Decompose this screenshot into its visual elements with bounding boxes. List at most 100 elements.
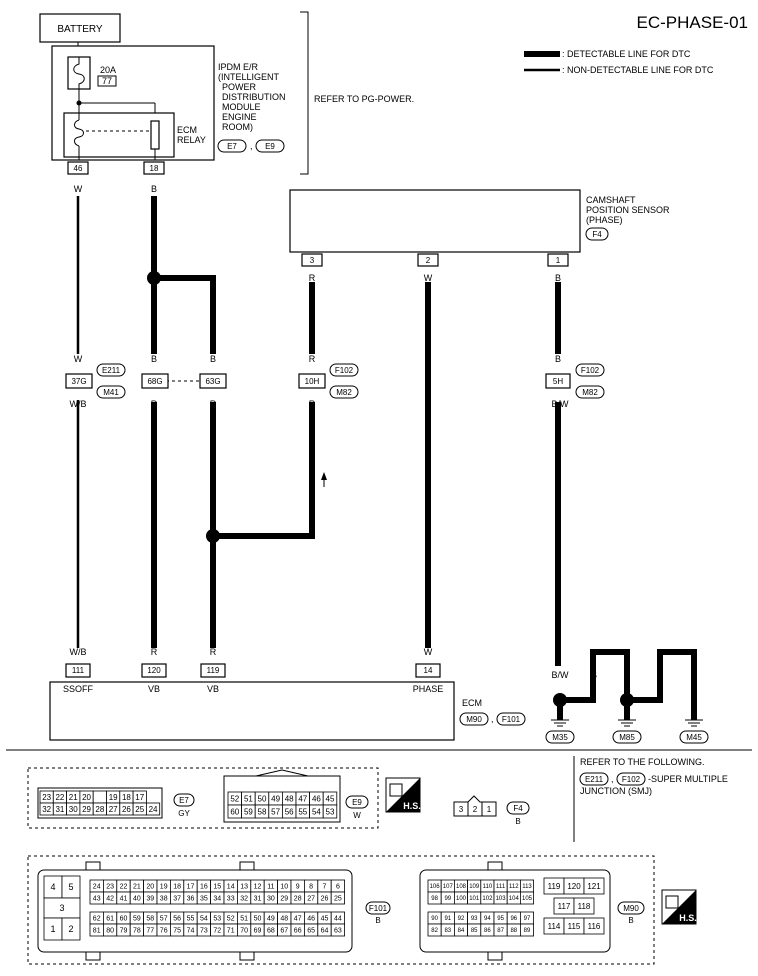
ecm-pin-119: 119 [207, 666, 220, 675]
ecm-pin-label-vb: VB [207, 684, 219, 694]
f4-pin: 2 [473, 805, 478, 814]
connector-e211-ref: E211 [585, 775, 604, 784]
page-title: EC-PHASE-01 [637, 13, 748, 32]
pg-bracket [300, 11, 309, 175]
pin-number: 55 [298, 807, 307, 816]
pin-number: 17 [187, 884, 195, 891]
pin-number: 21 [133, 884, 141, 891]
pin-number: 59 [133, 916, 141, 923]
wire-color-label: R [309, 399, 316, 409]
camshaft-line: (PHASE) [586, 215, 623, 225]
pin-number: 85 [471, 928, 478, 934]
wire-color-label: R [210, 647, 217, 657]
battery: BATTERY [39, 13, 121, 57]
pin-number: 62 [93, 916, 101, 923]
wire-labels-upper: W B R W B [74, 184, 561, 283]
pin-number: 56 [285, 807, 294, 816]
pin-number: 54 [200, 916, 208, 923]
pin-number: 68 [267, 928, 275, 935]
sensor-pin-3: 3 [310, 256, 315, 265]
junction-pin-5h: 5H [553, 377, 563, 386]
wire-color-label: W [424, 647, 433, 657]
pin-cell [520, 923, 535, 937]
pin-number: 14 [227, 884, 235, 891]
pin-number: 30 [69, 805, 78, 814]
pin-number: 21 [69, 793, 78, 802]
pin-number: 46 [307, 916, 315, 923]
pin-number: 112 [509, 884, 519, 890]
pin-number: 117 [558, 902, 571, 911]
ecm-label: ECM [462, 698, 482, 708]
pin-number: 57 [271, 807, 280, 816]
connector-m82: M82 [336, 388, 352, 397]
pin-number: 99 [444, 896, 451, 902]
relay-label-1: ECM [177, 125, 197, 135]
pin-number: 32 [240, 896, 248, 903]
face-color-e7: GY [178, 809, 190, 818]
pin-number: 103 [496, 896, 507, 902]
relay-contact [150, 120, 160, 150]
junction-pin-63g: 63G [205, 377, 220, 386]
connector-f4-face: 3 2 1 F4 B [453, 795, 530, 826]
pin-cell [61, 917, 81, 941]
wire-color-label: W/B [70, 647, 87, 657]
connector-f4: F4 [592, 230, 602, 239]
pin-number: 98 [431, 896, 438, 902]
connector-m82-right: M82 [582, 388, 598, 397]
battery-label: BATTERY [57, 24, 103, 35]
pin-number: 76 [160, 928, 168, 935]
pin-number: 84 [458, 928, 465, 934]
connector-f102: F102 [335, 366, 354, 375]
pin-number: 10 [280, 884, 288, 891]
pin-number: 51 [240, 916, 248, 923]
pin-18: 18 [150, 164, 159, 173]
pin-number: 69 [254, 928, 262, 935]
pin-number: 19 [109, 793, 118, 802]
pin-number: 47 [298, 794, 307, 803]
pin-number: 55 [187, 916, 195, 923]
pin-number: 100 [456, 896, 467, 902]
ground-symbol [618, 719, 636, 727]
wire-color-label: W [424, 273, 433, 283]
ecm-pin-111: 111 [72, 666, 85, 675]
pin-number: 64 [321, 928, 329, 935]
pin-number: 74 [187, 928, 195, 935]
pin-number: 4 [50, 882, 55, 892]
wire-color-label: B [624, 670, 630, 680]
pin-number: 60 [230, 807, 239, 816]
pin-number: 11 [267, 884, 274, 891]
wire-color-label: R [151, 399, 158, 409]
pin-number: 87 [497, 928, 504, 934]
pin-number: 35 [200, 896, 208, 903]
connector-m90: M90 [466, 715, 482, 724]
pin-number: 58 [146, 916, 154, 923]
pin-number: 17 [135, 793, 144, 802]
pin-number: 46 [312, 794, 321, 803]
fuse-rating: 20A [100, 65, 116, 75]
wire-color-label: W [74, 354, 83, 364]
wire-color-label: B [591, 670, 597, 680]
wire-color-label: B/W [552, 399, 570, 409]
pin-number: 119 [548, 882, 561, 891]
connector-e9: E9 [265, 142, 275, 151]
wire-color-label: B [210, 354, 216, 364]
pin-number: 38 [160, 896, 168, 903]
pin-number: 23 [42, 793, 51, 802]
pin-number: 31 [254, 896, 262, 903]
wire-color-label: B [555, 354, 561, 364]
junction-pin-37g: 37G [71, 377, 86, 386]
pin-number: 65 [307, 928, 315, 935]
pin-number: 22 [120, 884, 128, 891]
face-label-e7: E7 [179, 796, 189, 805]
legend-detectable-label: : DETECTABLE LINE FOR DTC [562, 49, 691, 59]
pin-number: 91 [444, 916, 451, 922]
pin-number: 86 [484, 928, 491, 934]
face-color-e9: W [353, 811, 361, 820]
pin-number: 5 [68, 882, 73, 892]
grounds: B B B B M35 M85 M45 [545, 649, 709, 744]
pin-number: 24 [93, 884, 101, 891]
pin-number: 33 [227, 896, 235, 903]
